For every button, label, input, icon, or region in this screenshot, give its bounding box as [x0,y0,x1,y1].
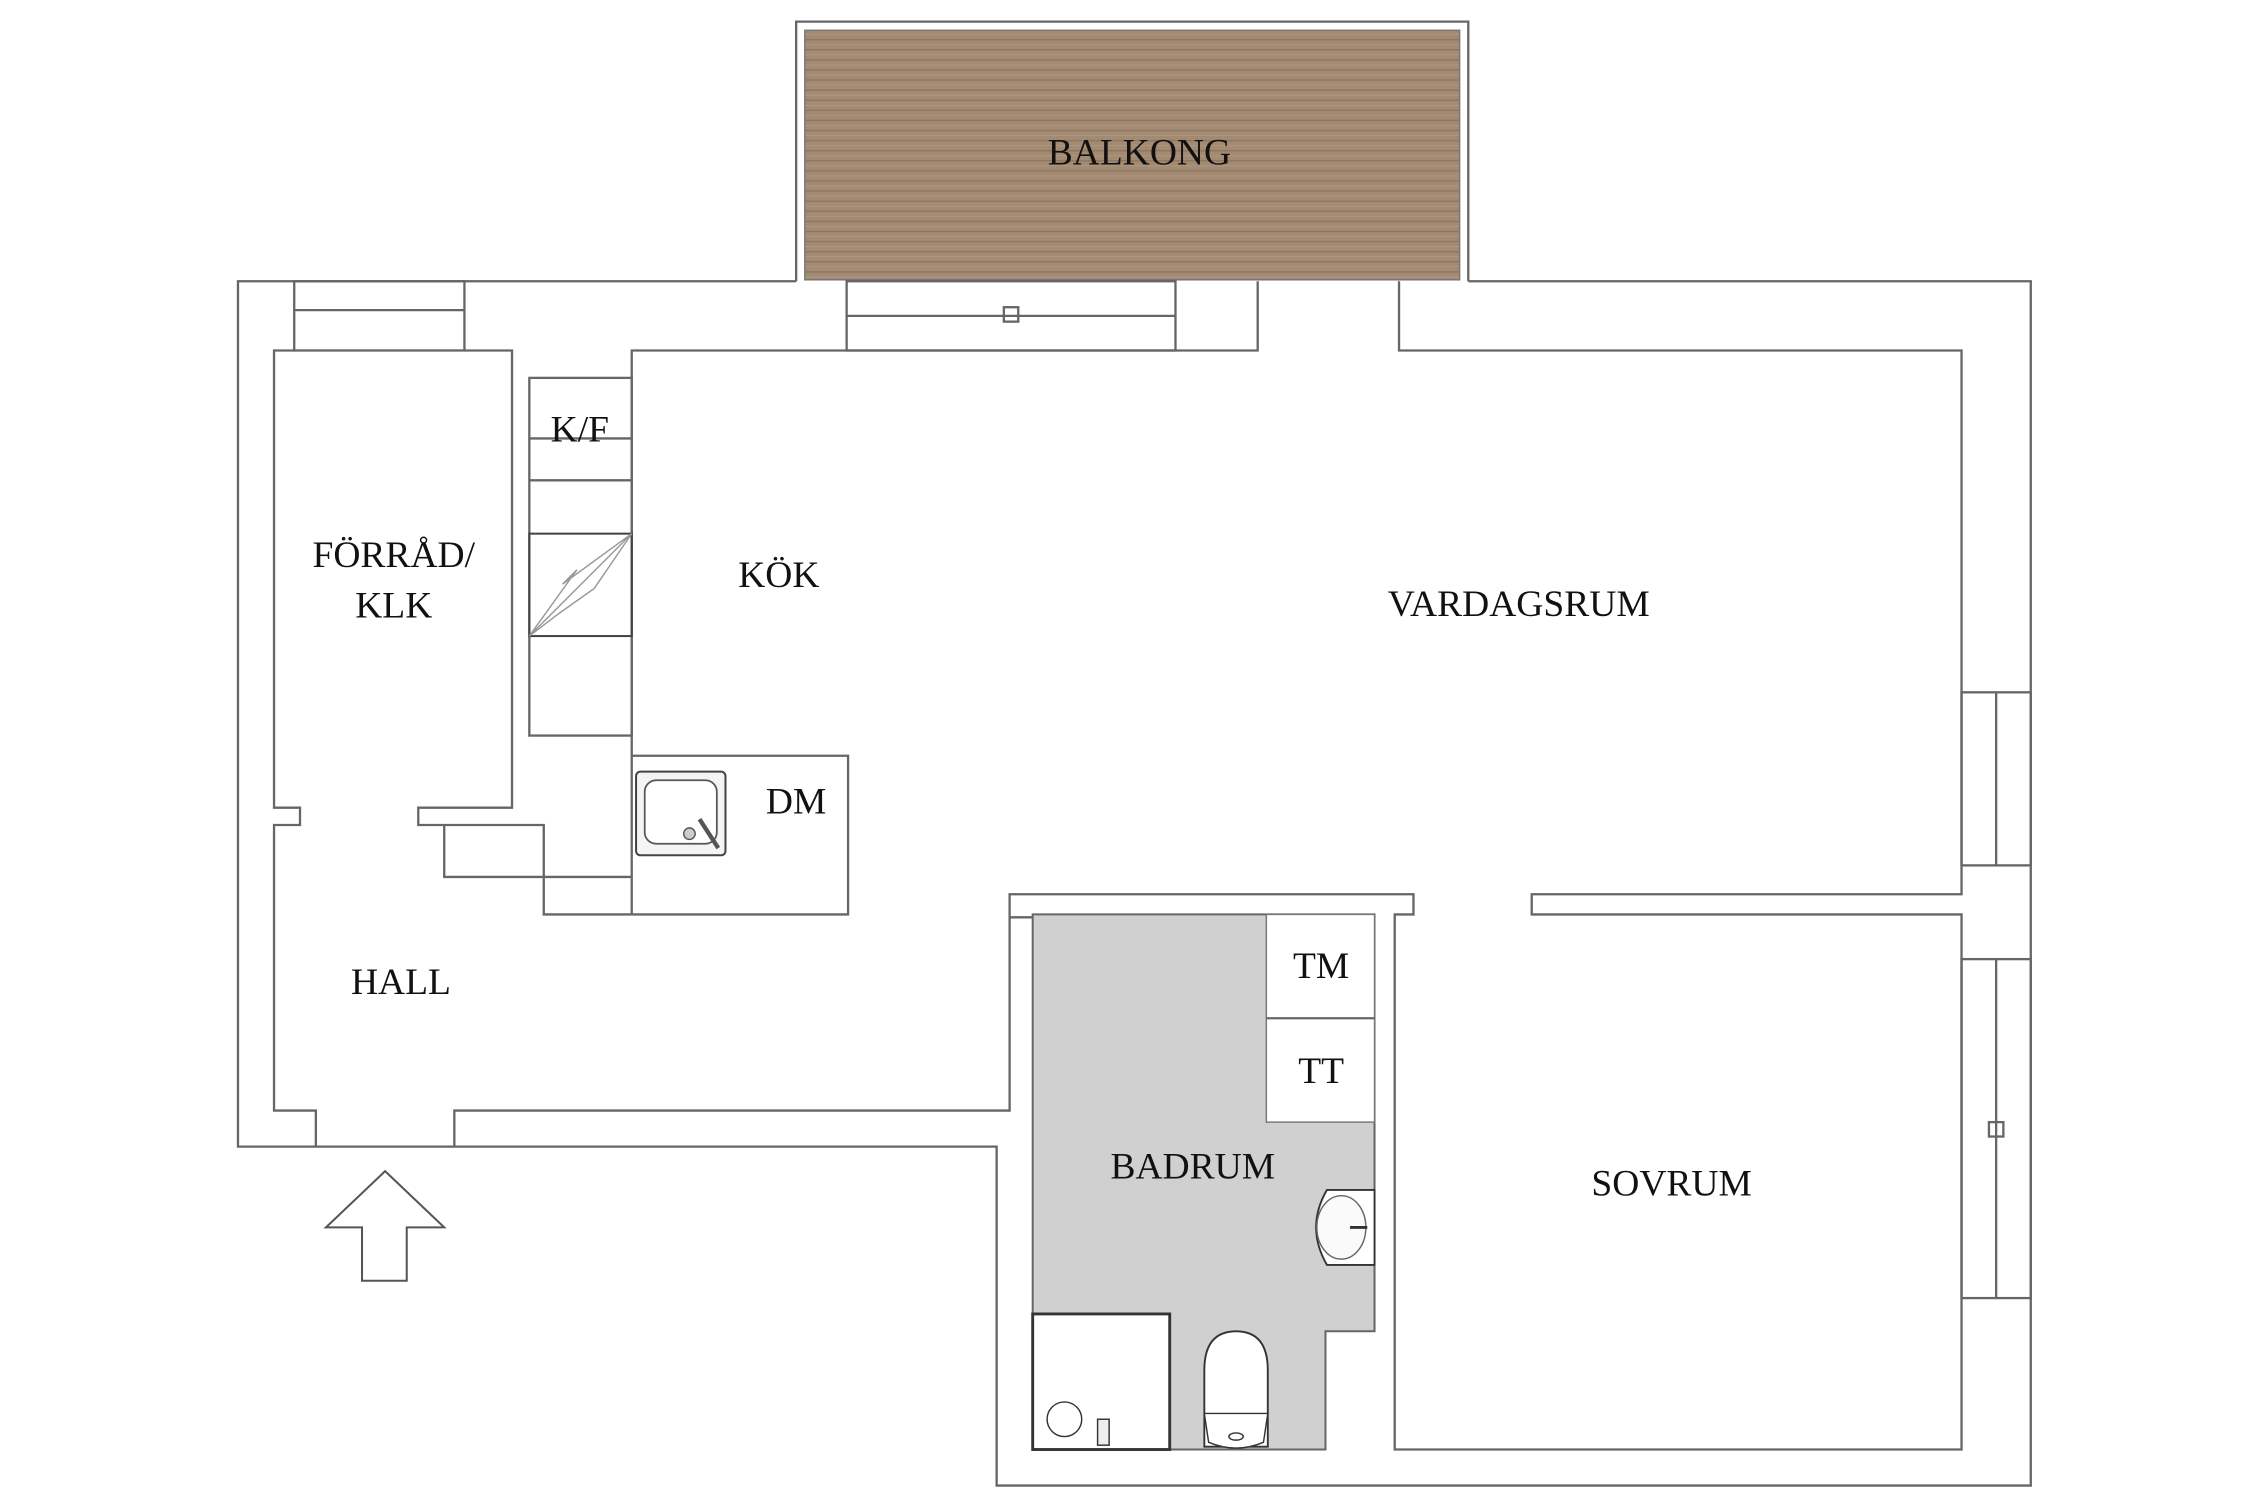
outer-wall [236,280,2032,1487]
label-storage-1: FÖRRÅD/ [312,535,475,576]
label-balcony: BALKONG [1048,132,1231,173]
label-dishwasher: DM [766,781,826,822]
label-bedroom: SOVRUM [1591,1164,1751,1205]
kitchen-units [528,376,727,857]
label-washing-machine: TM [1293,946,1349,987]
stove-icon [528,532,633,638]
label-fridge-freezer: K/F [551,409,609,450]
toilet-icon [1203,1330,1269,1449]
label-kitchen: KÖK [738,555,819,596]
washbasin-icon [1315,1188,1376,1266]
label-tumble-dryer: TT [1298,1051,1344,1092]
label-bathroom: BADRUM [1110,1146,1275,1187]
shower-icon [1031,1312,1172,1451]
balcony [795,20,1470,282]
sink-icon [635,770,727,857]
label-living-room: VARDAGSRUM [1388,584,1650,625]
bathroom [1031,913,1376,1451]
entrance-arrow-icon [323,1169,447,1282]
label-hall: HALL [351,962,451,1003]
label-storage-2: KLK [355,585,432,626]
